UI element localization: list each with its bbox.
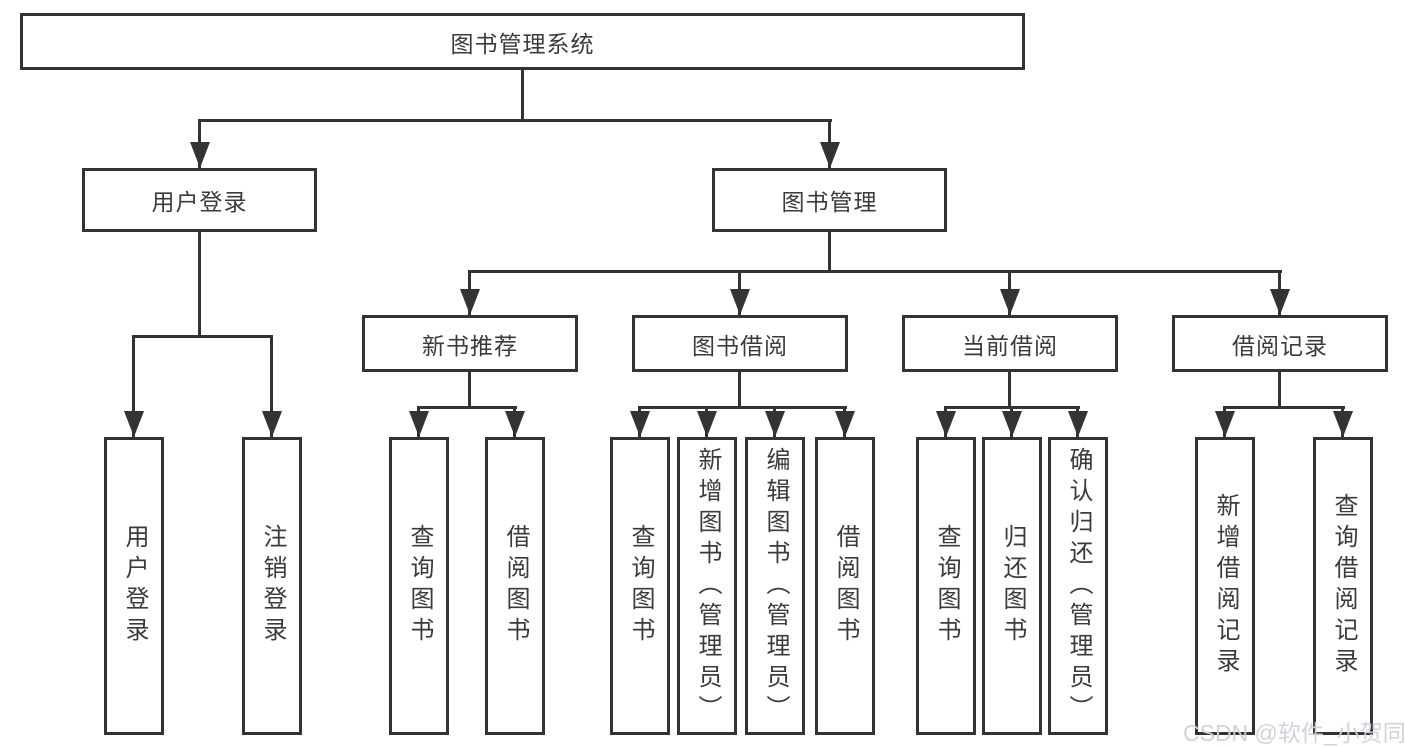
arrow-down-icon [765,411,785,437]
arrow-down-icon [1000,289,1020,315]
node-label: 借阅记录 [1232,332,1328,359]
connector-line [198,232,201,338]
arrow-down-icon [1002,411,1022,437]
leaf-label: 确认归还（管理员） [1065,446,1092,726]
leaf-label: 查询图书 [933,524,960,648]
leaf-label: 借阅图书 [502,524,529,648]
connector-line [132,335,135,437]
leaf-logout: 注销登录 [242,437,302,735]
arrow-down-icon [262,411,282,437]
connector-line [198,119,832,122]
arrow-down-icon [1068,411,1088,437]
connector-line [417,406,517,409]
leaf-query-books-recommend: 查询图书 [389,437,449,735]
leaf-borrow-books-recommend: 借阅图书 [485,437,545,735]
node-label: 新书推荐 [422,332,518,359]
connector-line [828,232,831,273]
leaf-label: 新增图书（管理员） [694,446,721,726]
arrow-down-icon [820,142,840,168]
leaf-label: 借阅图书 [832,524,859,648]
leaf-label: 注销登录 [259,524,286,648]
connector-line [468,270,1282,273]
node-current-borrowing: 当前借阅 [902,315,1118,372]
leaf-edit-books-admin: 编辑图书（管理员） [745,437,805,735]
leaf-label: 归还图书 [999,524,1026,648]
leaf-query-books-current: 查询图书 [916,437,976,735]
arrow-down-icon [835,411,855,437]
csdn-watermark: CSDN @软件_小贺同学 [1183,720,1405,746]
leaf-borrow-books: 借阅图书 [815,437,875,735]
arrow-down-icon [936,411,956,437]
arrow-down-icon [409,411,429,437]
node-borrowing-records: 借阅记录 [1172,315,1388,372]
leaf-add-borrow-record: 新增借阅记录 [1195,437,1255,735]
leaf-user-login: 用户登录 [104,437,164,735]
leaf-label: 查询图书 [406,524,433,648]
leaf-label: 新增借阅记录 [1212,493,1239,679]
connector-line [132,335,273,338]
connector-line [270,335,273,437]
node-label: 当前借阅 [962,332,1058,359]
arrow-down-icon [1333,411,1353,437]
node-label: 图书管理 [781,189,878,215]
leaf-return-books: 归还图书 [982,437,1042,735]
connector-line [1008,372,1011,409]
arrow-down-icon [190,142,210,168]
connector-line [1278,372,1281,409]
leaf-add-books-admin: 新增图书（管理员） [677,437,737,735]
connector-line [1223,406,1345,409]
arrow-down-icon [630,411,650,437]
connector-line [468,372,471,409]
arrow-down-icon [460,289,480,315]
leaf-label: 用户登录 [121,524,148,648]
node-book-borrowing: 图书借阅 [632,315,848,372]
leaf-label: 查询图书 [627,524,654,648]
node-book-management: 图书管理 [712,168,947,232]
arrow-down-icon [697,411,717,437]
arrow-down-icon [1215,411,1235,437]
arrow-down-icon [124,411,144,437]
leaf-label: 编辑图书（管理员） [762,446,789,726]
leaf-query-books-borrow: 查询图书 [610,437,670,735]
node-label: 用户登录 [151,189,248,215]
node-new-book-recommendation: 新书推荐 [362,315,578,372]
leaf-confirm-return-admin: 确认归还（管理员） [1048,437,1108,735]
arrow-down-icon [730,289,750,315]
node-library-management-system: 图书管理系统 [20,13,1025,70]
node-user-login: 用户登录 [82,168,317,232]
leaf-query-borrow-record: 查询借阅记录 [1313,437,1373,735]
connector-line [738,372,741,409]
leaf-label: 查询借阅记录 [1330,493,1357,679]
arrow-down-icon [505,411,525,437]
connector-line [521,70,524,122]
arrow-down-icon [1270,289,1290,315]
node-label: 图书管理系统 [450,30,595,57]
connector-line [638,406,847,409]
node-label: 图书借阅 [692,332,788,359]
